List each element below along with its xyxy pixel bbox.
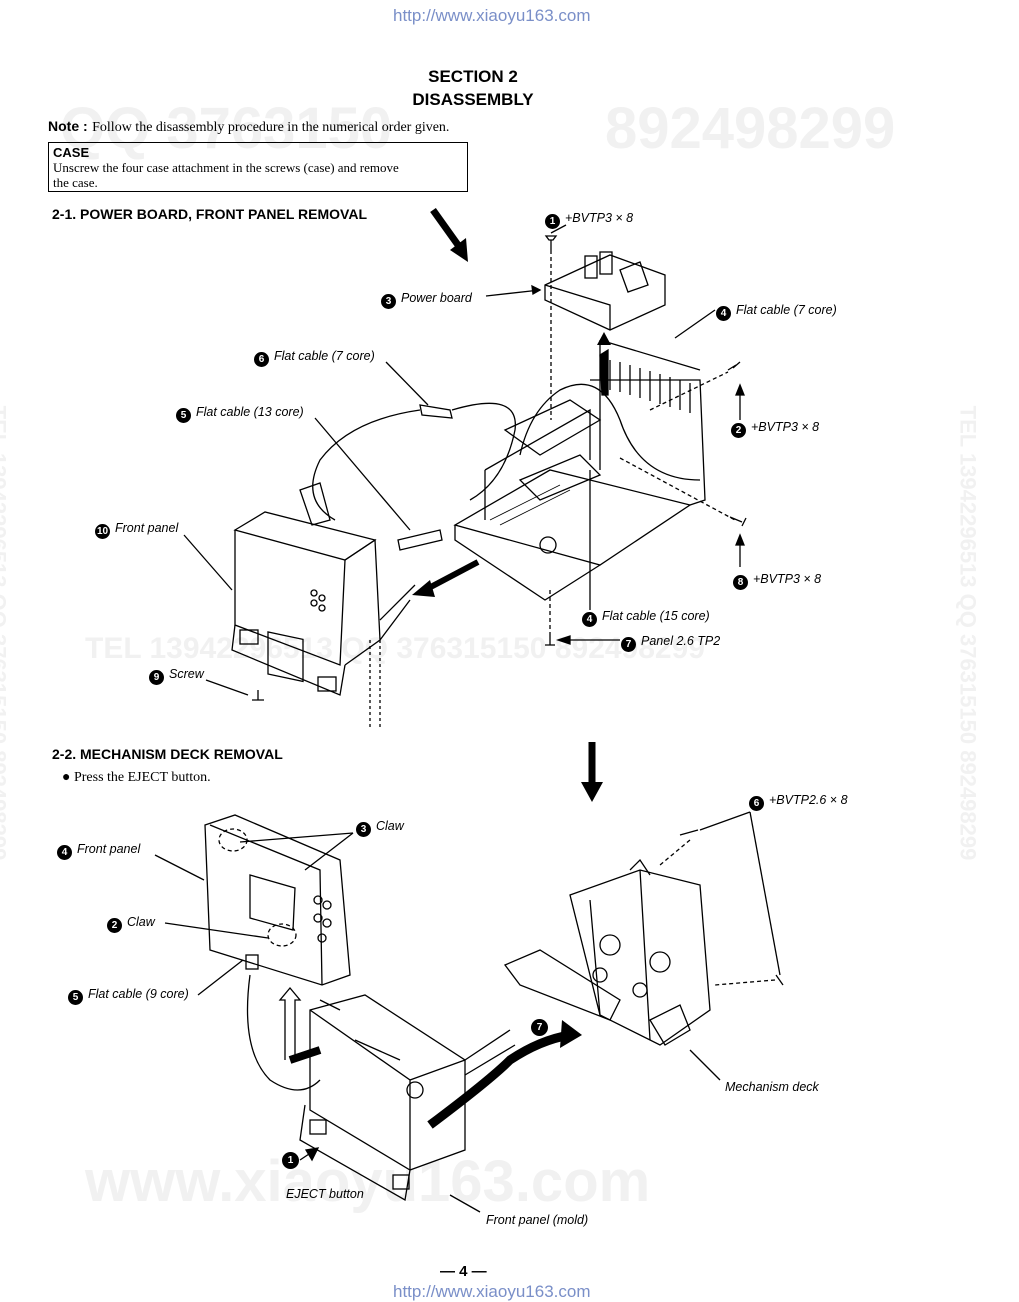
label-panel-screw: 7 Panel 2.6 TP2 [621,634,720,652]
header-url[interactable]: http://www.xiaoyu163.com [393,6,591,25]
label-screw-2: 2 +BVTP3 × 8 [731,420,819,438]
heading-2-1: 2-1. POWER BOARD, FRONT PANEL REMOVAL [52,206,368,222]
label-text: Panel 2.6 TP2 [641,634,721,648]
label-flat-cable-7-b: 6 Flat cable (7 core) [254,349,375,367]
step-number-icon: 7 [621,637,636,652]
label-text: Flat cable (7 core) [274,349,375,363]
label-screw-1: 1 +BVTP3 × 8 [545,211,633,229]
label-text: Screw [169,667,204,681]
label-text: Flat cable (9 core) [88,987,189,1001]
label-flat-cable-13: 5 Flat cable (13 core) [176,405,304,423]
watermark-text: 892498299 [605,96,896,161]
page-number: — 4 — [440,1263,487,1280]
label-flat-cable-9: 5 Flat cable (9 core) [68,987,189,1005]
step-number-icon: 3 [381,294,396,309]
case-title: CASE [53,145,90,160]
step-number-icon: 6 [254,352,269,367]
label-text: Flat cable (15 core) [602,609,710,623]
note-label: Note : [48,118,88,134]
label-text: +BVTP2.6 × 8 [769,793,848,807]
label-claw-3: 3 Claw [356,819,404,837]
label-text: Claw [127,915,155,929]
footer-url[interactable]: http://www.xiaoyu163.com [393,1282,591,1301]
section-number: SECTION 2 [428,67,518,86]
step-number-icon: 1 [545,214,560,229]
label-screw-9: 9 Screw [149,667,204,685]
label-text: +BVTP3 × 8 [753,572,822,586]
step-number-icon: 10 [95,524,110,539]
bullet-icon: ● [62,770,71,785]
label-text: Flat cable (13 core) [196,405,304,419]
note: Note : Follow the disassembly procedure … [48,118,449,136]
label-step-1: 1 [282,1150,304,1169]
label-text: Front panel [115,521,179,535]
step-number-icon: 9 [149,670,164,685]
heading-2-2: 2-2. MECHANISM DECK REMOVAL [52,746,283,762]
label-screw-6: 6 +BVTP2.6 × 8 [749,793,848,811]
case-box: CASE Unscrew the four case attachment in… [48,142,468,192]
step-number-icon: 5 [176,408,191,423]
label-claw-2: 2 Claw [107,915,155,933]
step-number-icon: 1 [282,1152,299,1169]
label-text: +BVTP3 × 8 [751,420,820,434]
watermark-text: www.xiaoyu163.com [85,1149,651,1214]
label-text: Front panel [77,842,141,856]
step-number-icon: 5 [68,990,83,1005]
label-text: +BVTP3 × 8 [565,211,634,225]
bullet-eject: ● Press the EJECT button. [62,770,211,786]
watermark-text: TEL 13942296513 QQ 376315150 892498299 [85,632,705,665]
label-front-panel-mold: Front panel (mold) [486,1213,589,1227]
label-flat-cable-7-a: 4 Flat cable (7 core) [716,303,837,321]
step-number-icon: 3 [356,822,371,837]
label-text: Power board [401,291,472,305]
label-screw-8: 8 +BVTP3 × 8 [733,572,821,590]
label-text: Claw [376,819,404,833]
step-number-icon: 2 [107,918,122,933]
step-number-icon: 6 [749,796,764,811]
step-number-icon: 7 [531,1019,548,1036]
bullet-text: Press the EJECT button. [73,770,211,785]
watermark-text: QQ 3763150 [60,96,393,161]
case-line-2: the case. [53,175,98,190]
label-front-panel: 10 Front panel [95,521,178,539]
note-text: Follow the disassembly procedure in the … [92,120,450,135]
step-number-icon: 4 [582,612,597,627]
label-mechanism-deck: Mechanism deck [725,1080,819,1094]
section-title: DISASSEMBLY [412,90,534,109]
step-number-icon: 4 [716,306,731,321]
label-eject-button: EJECT button [286,1187,364,1201]
step-number-icon: 8 [733,575,748,590]
label-text: Flat cable (7 core) [736,303,837,317]
label-flat-cable-15: 4 Flat cable (15 core) [582,609,710,627]
step-number-icon: 2 [731,423,746,438]
case-line-1: Unscrew the four case attachment in the … [53,160,399,175]
label-front-panel-4: 4 Front panel [57,842,140,860]
label-power-board: 3 Power board [381,291,472,309]
step-number-icon: 4 [57,845,72,860]
label-step-7: 7 [531,1017,553,1036]
